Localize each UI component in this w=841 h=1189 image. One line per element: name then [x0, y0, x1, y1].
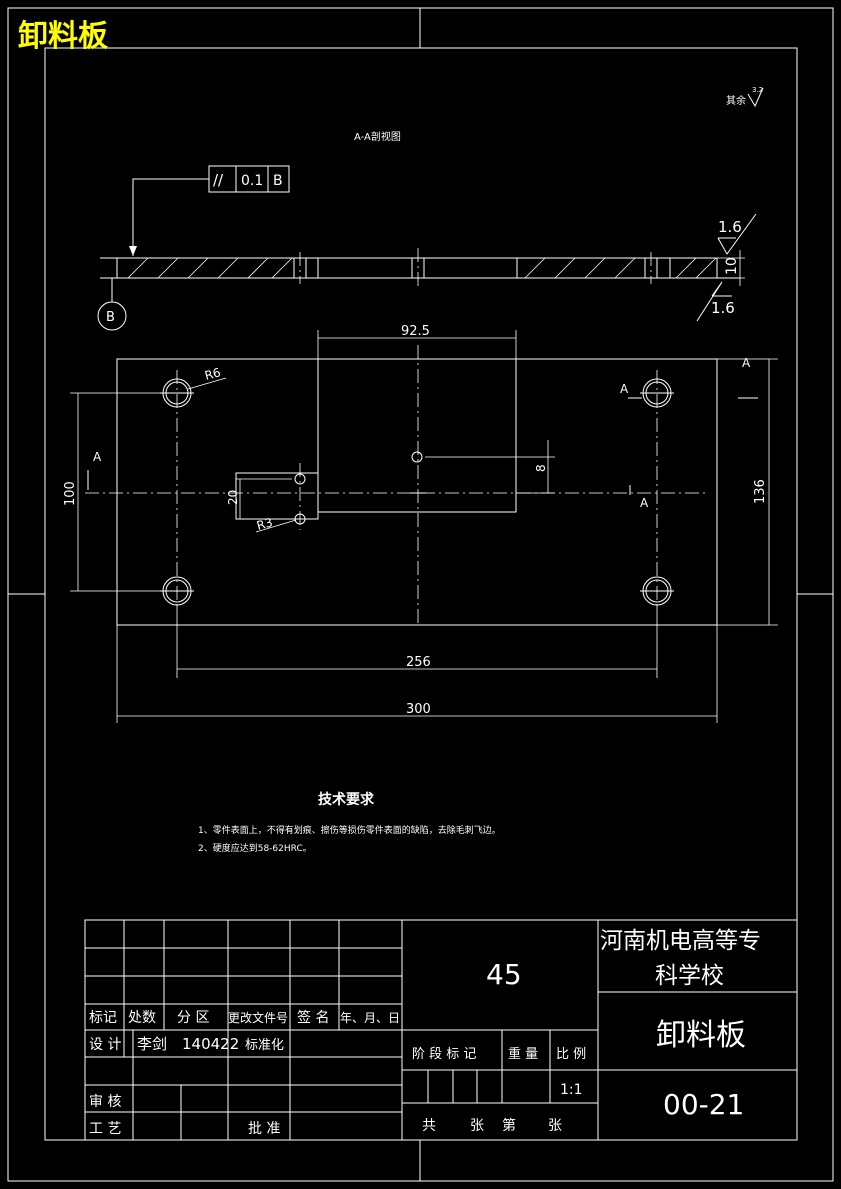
datum-b-circle — [97, 301, 127, 331]
tb-drawing-no: 00-21 — [663, 1088, 744, 1121]
tb-school-line1: 河南机电高等专 — [600, 928, 761, 954]
tb-date: 140422 — [182, 1035, 239, 1053]
tb-standardize: 标准化 — [245, 1038, 284, 1053]
tb-process: 工 艺 — [89, 1121, 121, 1137]
dim-300: 300 — [406, 702, 431, 717]
tb-part-name: 卸料板 — [656, 1018, 746, 1053]
tolerance-leader — [132, 178, 209, 256]
tb-weight: 重 量 — [508, 1046, 538, 1062]
roughness-top-value: 1.6 — [718, 218, 742, 236]
datum-b-label: B — [106, 310, 115, 325]
tb-header-zone: 分 区 — [177, 1010, 209, 1026]
outer-border — [7, 7, 834, 1182]
tb-scale: 1:1 — [560, 1082, 583, 1098]
dim-20: 20 — [226, 490, 240, 505]
header-title: 卸料板 — [18, 19, 108, 54]
small-pocket — [235, 472, 319, 520]
dim-256: 256 — [406, 655, 431, 670]
tolerance-value: 0.1 — [241, 173, 263, 189]
tb-material: 45 — [486, 958, 522, 991]
tb-sheet-word2: 张 — [548, 1118, 562, 1134]
dim-92-5: 92.5 — [401, 324, 430, 339]
section-mark-a2: A — [620, 382, 629, 396]
tb-header-sign: 签 名 — [297, 1009, 329, 1026]
tb-sheets: 共 — [422, 1118, 436, 1134]
dim-136: 136 — [753, 479, 768, 504]
dim-r3: R3 — [255, 515, 274, 533]
title-block — [84, 919, 798, 1141]
dim-8: 8 — [534, 464, 548, 472]
tb-header-date: 年、月、日 — [340, 1011, 400, 1025]
tech-requirements-title: 技术要求 — [318, 791, 375, 808]
tb-sheet-no: 第 — [502, 1117, 516, 1134]
tb-approve: 批 准 — [248, 1121, 280, 1137]
tb-design-label: 设 计 — [89, 1037, 121, 1053]
tech-requirement-2: 2、硬度应达到58-62HRC。 — [198, 842, 312, 854]
tech-requirement-1: 1、零件表面上，不得有划痕、擦伤等损伤零件表面的缺陷，去除毛刺飞边。 — [198, 824, 501, 836]
plate-outline — [116, 358, 718, 626]
tb-sheet-word: 张 — [470, 1118, 484, 1134]
roughness-other-label: 其余 — [726, 94, 746, 107]
section-view-label: A-A剖视图 — [354, 130, 401, 143]
tolerance-datum: B — [273, 173, 283, 189]
tolerance-symbol: // — [213, 171, 224, 189]
section-mark-a1: A — [93, 450, 102, 464]
section-strip — [100, 248, 740, 288]
dim-100: 100 — [63, 481, 78, 506]
dim-thickness: 10 — [724, 257, 740, 275]
tb-stage-mark: 阶 段 标 记 — [412, 1047, 476, 1062]
section-mark-a3: A — [640, 496, 649, 510]
tb-school-line2: 科学校 — [655, 963, 724, 989]
roughness-top-symbol — [717, 213, 757, 255]
tb-header-mark: 标记 — [89, 1010, 117, 1026]
tb-ratio: 比 例 — [556, 1047, 586, 1062]
roughness-bottom-value: 1.6 — [711, 299, 735, 317]
pilot-hole — [411, 451, 423, 463]
dim-r6: R6 — [203, 365, 222, 383]
roughness-bottom-symbol — [696, 281, 723, 322]
tb-header-count: 处数 — [128, 1010, 156, 1026]
section-mark-a4: A — [742, 356, 751, 370]
center-pocket — [317, 358, 517, 513]
tb-header-docno: 更改文件号 — [228, 1010, 288, 1025]
roughness-other-symbol — [747, 87, 764, 108]
tb-designer: 李剑 — [137, 1035, 167, 1053]
roughness-other-value: 3.2 — [752, 86, 763, 94]
tb-review: 审 核 — [89, 1094, 121, 1110]
